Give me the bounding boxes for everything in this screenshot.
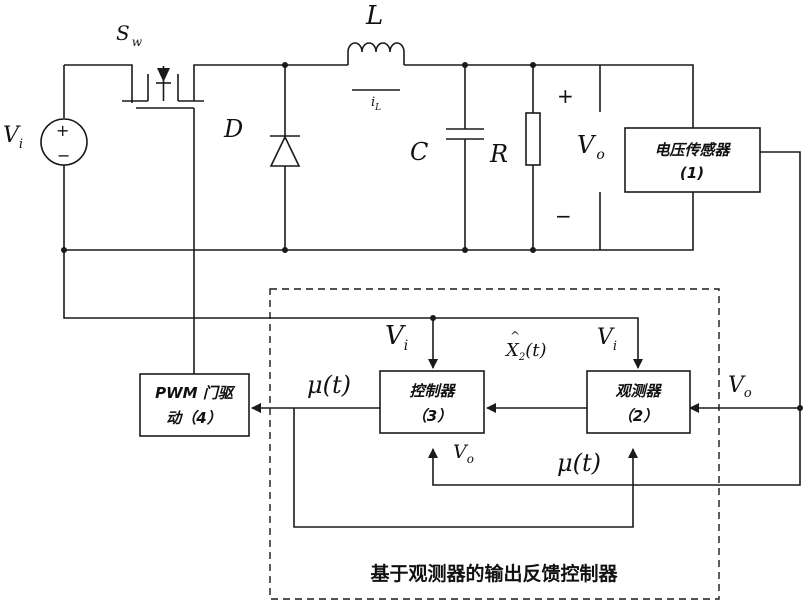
diode-label: D (223, 115, 243, 143)
capacitor (446, 65, 484, 250)
voltage-sensor-block (625, 128, 760, 192)
inductor-current-label: iL (371, 95, 381, 113)
pwm-gate-driver-label: PWM 门驱 (155, 384, 236, 402)
svg-text:X2(t): X2(t) (504, 340, 546, 363)
capacitor-label: C (410, 138, 428, 166)
mosfet-switch (122, 66, 204, 108)
switch-label: Sw (116, 21, 143, 49)
source-plus-sign: + (56, 121, 69, 140)
vo-observer-label: Vo (728, 373, 752, 401)
top-wire-switch-inductor (194, 65, 348, 101)
x2hat-label: X2(t) ^ (504, 329, 546, 363)
observer-controller-boundary (270, 289, 719, 599)
resistor-label: R (489, 140, 508, 168)
observer-label: 观测器 (615, 382, 662, 400)
vi-signal-wire (64, 250, 638, 368)
controller-index: （3） (412, 407, 452, 425)
output-plus-sign: + (557, 84, 574, 108)
pwm-gate-driver-index: 动（4） (166, 409, 221, 427)
inductor-label: L (365, 1, 383, 31)
vo-controller-label: Vo (453, 441, 474, 466)
resistor (526, 65, 540, 250)
source-minus-sign: − (57, 146, 70, 165)
top-wire-source-switch (64, 65, 132, 103)
ground-rail (64, 192, 693, 250)
vi-observer-label: Vi (597, 325, 617, 354)
output-voltage-label: Vo (577, 131, 605, 163)
controller-caption: 基于观测器的输出反馈控制器 (369, 562, 618, 585)
voltage-sensor-label: 电压传感器 (654, 141, 731, 159)
mu-observer-label: μ(t) (557, 449, 601, 477)
controller-label: 控制器 (409, 382, 456, 400)
svg-text:^: ^ (510, 329, 520, 343)
mu-pwm-label: μ(t) (307, 371, 351, 399)
output-minus-sign: − (555, 204, 572, 228)
voltage-source: + − (41, 65, 87, 250)
vi-controller-label: Vi (385, 321, 408, 354)
source-voltage-label: Vi (3, 123, 23, 152)
inductor (348, 43, 404, 65)
voltage-sensor-index: (1) (680, 164, 704, 182)
top-wire-inductor-output (404, 65, 693, 128)
observer-index: （2） (618, 407, 658, 425)
diode (270, 65, 300, 250)
